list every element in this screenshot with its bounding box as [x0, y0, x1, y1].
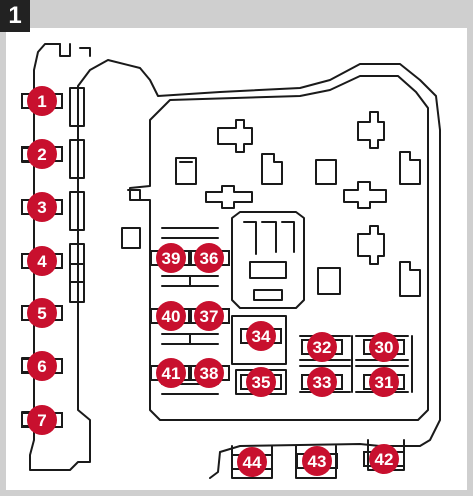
fuse-number-label: 36: [200, 249, 219, 268]
fuse-badge-circle: [27, 246, 57, 276]
fuse-badge-36: 36: [188, 243, 230, 273]
fuse-badge-33: 33: [301, 367, 343, 397]
fuse-badge-circle: [369, 444, 399, 474]
central-relay-block: [231, 211, 305, 309]
relay-contacts: [243, 221, 295, 301]
fuse-number-label: 32: [313, 338, 332, 357]
fuse-badge-circle: [27, 86, 57, 116]
fuse-badge-40: 40: [150, 301, 192, 331]
fuse-badge-6: 6: [21, 351, 63, 381]
housing-1: [69, 87, 85, 127]
fuse-number-label: 7: [37, 411, 46, 430]
fuse-badge-circle: [27, 192, 57, 222]
fuse-badge-circle: [194, 301, 224, 331]
fuse-badge-39: 39: [150, 243, 192, 273]
fuse-badge-2: 2: [21, 139, 63, 169]
fuse-number-label: 38: [200, 364, 219, 383]
fuse-badge-4: 4: [21, 246, 63, 276]
housing-5: [69, 263, 85, 303]
main-body-outline: [129, 75, 429, 421]
fuse-badge-circle: [369, 332, 399, 362]
housing-3: [69, 191, 85, 231]
fuse-badge-circle: [27, 351, 57, 381]
top-left-notch: [59, 43, 91, 57]
fuse-badge-circle: [307, 332, 337, 362]
fuse-number-label: 43: [308, 452, 327, 471]
fuse-badge-circle: [237, 447, 267, 477]
fuse-badge-37: 37: [188, 301, 230, 331]
fuse-number-label: 37: [200, 307, 219, 326]
housing-2: [69, 139, 85, 179]
fuse-badge-44: 44: [231, 447, 273, 477]
fuse-badge-circle: [246, 321, 276, 351]
fuse-badge-circle: [194, 358, 224, 388]
fuse-number-label: 39: [162, 249, 181, 268]
fuse-badge-42: 42: [363, 444, 405, 474]
fuse-badge-circle: [194, 243, 224, 273]
fuse-badge-circle: [302, 446, 332, 476]
fuse-badge-1: 1: [21, 86, 63, 116]
fuse-badge-34: 34: [240, 321, 282, 351]
fuse-number-label: 3: [37, 198, 46, 217]
fuse-badge-circle: [27, 139, 57, 169]
left-fuse-strip-outline: [29, 43, 441, 479]
fuse-number-label: 33: [313, 373, 332, 392]
fuse-badge-31: 31: [363, 367, 405, 397]
fuse-number-label: 44: [243, 453, 262, 472]
fuse-badge-circle: [369, 367, 399, 397]
panel-number: 1: [0, 0, 30, 32]
fuse-number-label: 30: [375, 338, 394, 357]
fuse-number-label: 40: [162, 307, 181, 326]
relay-slots: [121, 111, 421, 297]
fuse-badge-circle: [246, 367, 276, 397]
fuse-number-label: 35: [252, 373, 271, 392]
fuse-badge-circle: [307, 367, 337, 397]
fuse-badge-32: 32: [301, 332, 343, 362]
fuse-number-label: 31: [375, 373, 394, 392]
fuse-badge-41: 41: [150, 358, 192, 388]
fuse-badge-7: 7: [21, 405, 63, 435]
fuse-number-label: 2: [37, 145, 46, 164]
fuse-number-label: 34: [252, 327, 271, 346]
fuse-badge-35: 35: [240, 367, 282, 397]
fuse-badge-30: 30: [363, 332, 405, 362]
fuse-number-label: 5: [37, 304, 46, 323]
fuse-badge-5: 5: [21, 298, 63, 328]
fuse-badge-3: 3: [21, 192, 63, 222]
fuse-badge-43: 43: [296, 446, 338, 476]
fuse-number-label: 41: [162, 364, 181, 383]
fuse-number-label: 4: [37, 252, 47, 271]
fuse-badge-circle: [156, 301, 186, 331]
fuse-badge-circle: [156, 243, 186, 273]
fuse-badge-circle: [27, 405, 57, 435]
fuse-number-label: 6: [37, 357, 46, 376]
fuse-number-label: 1: [37, 92, 46, 111]
fuse-badge-circle: [27, 298, 57, 328]
fuse-badge-circle: [156, 358, 186, 388]
fuse-badge-38: 38: [188, 358, 230, 388]
fuse-number-label: 42: [375, 450, 394, 469]
